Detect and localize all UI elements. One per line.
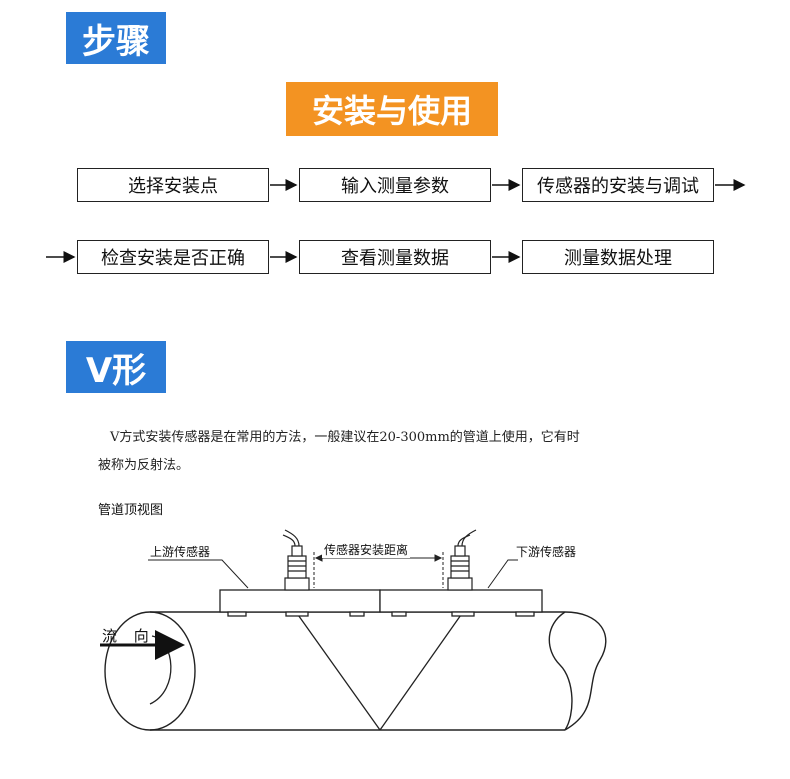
flow-step-sensor-install: 传感器的安装与调试 [522, 168, 714, 202]
sensor-mount-rail [219, 589, 543, 617]
downstream-sensor [447, 529, 477, 591]
flow-step-input-params: 输入测量参数 [299, 168, 491, 202]
description-line-2: 被称为反射法。 [98, 458, 190, 473]
install-distance-label: 传感器安装距离 [322, 541, 411, 558]
flow-step-view-data: 查看测量数据 [299, 240, 491, 274]
pipe [104, 611, 607, 731]
downstream-sensor-label: 下游传感器 [516, 545, 577, 559]
pipe-top-view-title: 管道顶视图 [98, 503, 164, 518]
flow-step-process-data: 测量数据处理 [522, 240, 714, 274]
steps-heading: 步骤 [66, 12, 166, 64]
upstream-sensor-label: 上游传感器 [150, 545, 211, 559]
description-line-1: V方式安装传感器是在常用的方法，一般建议在20-300mm的管道上使用，它有时 [110, 430, 580, 445]
upstream-sensor [282, 529, 310, 591]
flow-step-check-install: 检查安装是否正确 [77, 240, 269, 274]
v-signal-path [295, 611, 464, 731]
flow-step-select-point: 选择安装点 [77, 168, 269, 202]
label-leaders [148, 559, 518, 589]
v-mode-heading: V形 [66, 341, 166, 393]
flow-direction-label: 流 向 [102, 627, 155, 645]
install-use-heading: 安装与使用 [286, 82, 498, 136]
distance-dimension [313, 552, 444, 588]
